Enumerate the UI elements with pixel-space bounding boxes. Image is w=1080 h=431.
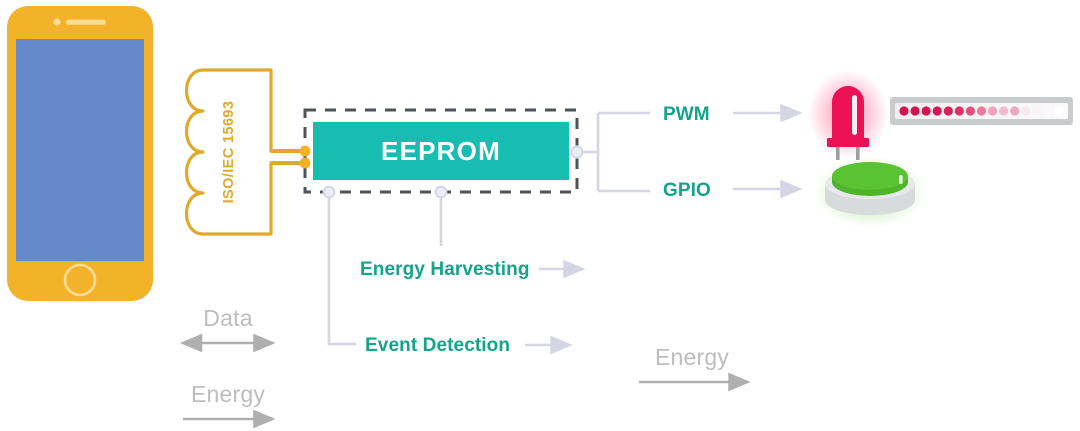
led-strip-dot bbox=[954, 106, 964, 116]
green-push-button[interactable] bbox=[814, 156, 926, 228]
smartphone bbox=[7, 6, 153, 301]
chip-contact-node-bottom bbox=[299, 157, 311, 169]
led-strip-dot bbox=[1043, 106, 1053, 116]
led-strip-dot bbox=[1010, 106, 1020, 116]
energy-flow-right-label: Energy bbox=[655, 344, 729, 370]
gpio-label: GPIO bbox=[663, 180, 711, 201]
button-cap-top bbox=[832, 162, 908, 190]
iso-standard-label: ISO/IEC 15693 bbox=[221, 101, 237, 204]
event-detection-label: Event Detection bbox=[365, 335, 510, 356]
data-flow-label: Data bbox=[203, 305, 252, 331]
eeprom-block[interactable] bbox=[313, 122, 569, 180]
button-highlight bbox=[899, 175, 903, 184]
phone-screen bbox=[16, 39, 144, 261]
chip-output-node bbox=[570, 145, 584, 159]
led-strip-dot bbox=[921, 106, 931, 116]
pwm-label: PWM bbox=[663, 104, 710, 125]
eeprom-label: EEPROM bbox=[381, 136, 501, 166]
energy-flow-left-label: Energy bbox=[191, 381, 265, 407]
chip-contact-node-top bbox=[299, 145, 311, 157]
led-strip-dot bbox=[976, 106, 987, 116]
led-strip-dot bbox=[1032, 106, 1042, 116]
led-strip-dot bbox=[987, 106, 998, 116]
energy-harvesting-node bbox=[434, 185, 448, 199]
led-strip-dot bbox=[999, 106, 1009, 116]
led-strip-dot bbox=[932, 106, 942, 116]
led-strip-dot bbox=[1021, 106, 1031, 116]
led-leg-left bbox=[836, 147, 840, 160]
energy-harvesting-label: Energy Harvesting bbox=[360, 259, 530, 280]
led-dome-body bbox=[832, 86, 864, 139]
led-strip-dots bbox=[899, 106, 1064, 116]
nfc-antenna-coil bbox=[184, 68, 307, 236]
led-strip bbox=[890, 97, 1073, 125]
led-strip-dot bbox=[899, 106, 909, 116]
event-detection-node bbox=[322, 185, 336, 199]
coil-outline bbox=[184, 68, 307, 236]
led-strip-dot bbox=[965, 106, 976, 116]
camera-dot bbox=[53, 18, 61, 26]
led-strip-dot bbox=[1054, 106, 1064, 116]
led-flange bbox=[827, 138, 869, 147]
led-indicator bbox=[808, 70, 888, 160]
led-strip-dot bbox=[910, 106, 920, 116]
led-highlight bbox=[852, 95, 857, 135]
led-strip-dot bbox=[943, 106, 953, 116]
home-button[interactable] bbox=[63, 263, 97, 297]
led-leg-right bbox=[856, 147, 860, 160]
speaker-slot bbox=[66, 19, 106, 25]
event-detection-connector bbox=[327, 198, 356, 346]
